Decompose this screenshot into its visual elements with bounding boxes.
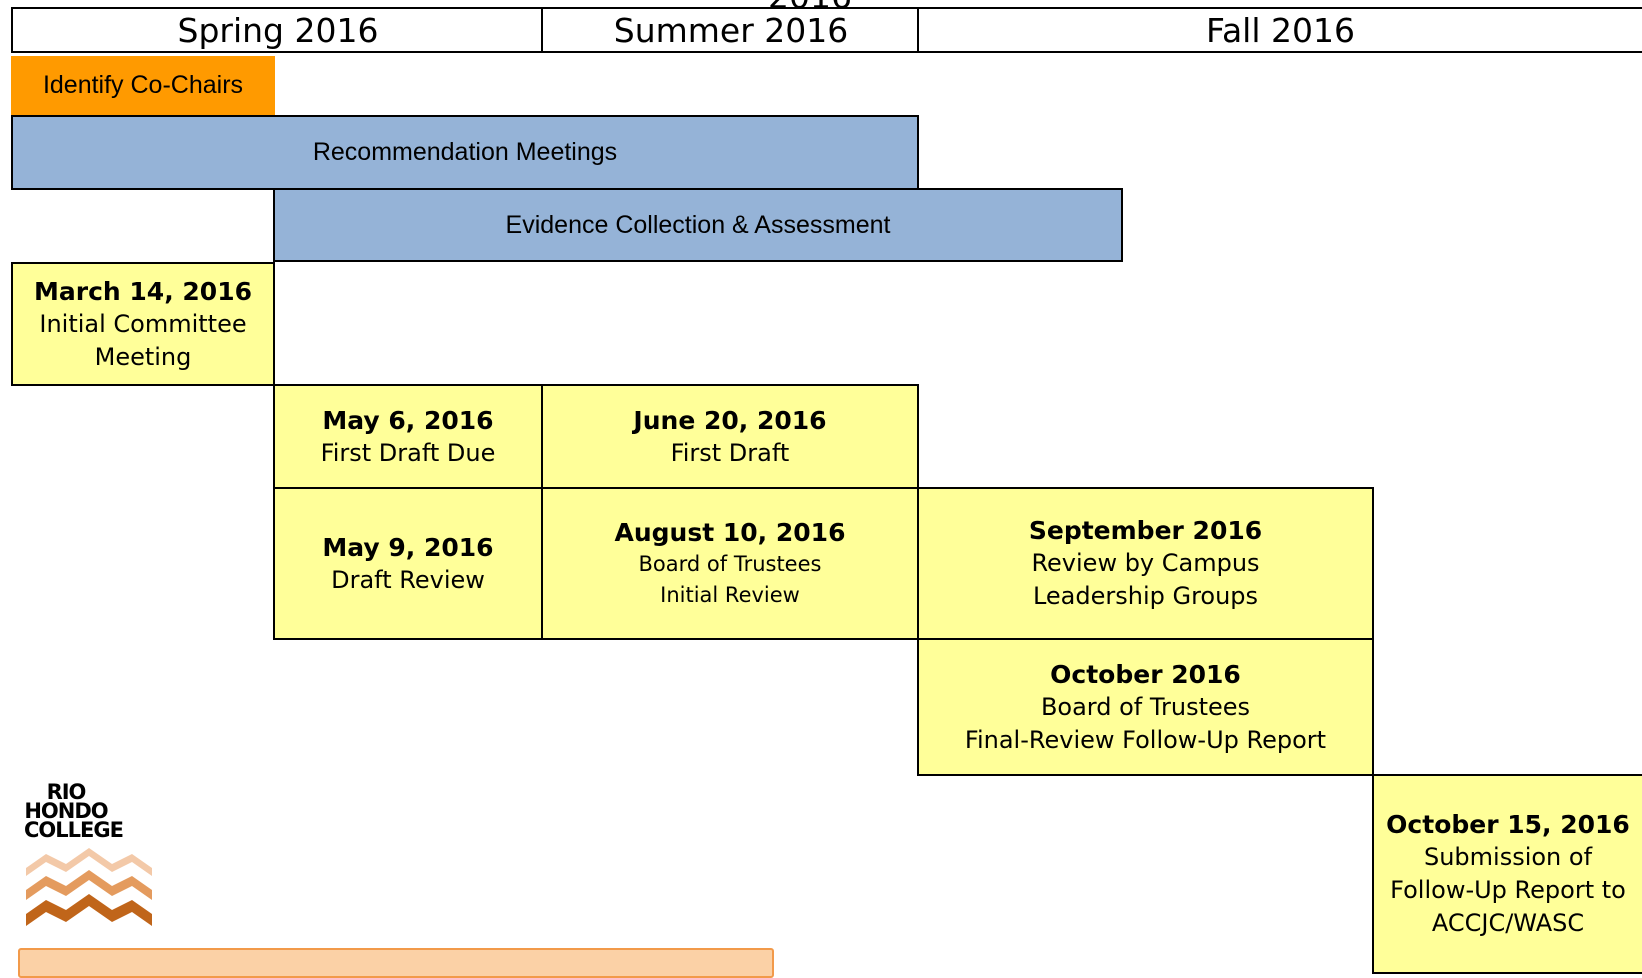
milestone-text: Meeting — [94, 342, 192, 371]
milestone-june-20: June 20, 2016 First Draft — [541, 384, 919, 489]
logo-line-3: COLLEGE — [24, 818, 124, 842]
milestone-text: Draft Review — [331, 565, 485, 594]
logo-line-1: RIO — [46, 780, 87, 804]
milestone-text: Initial Review — [660, 583, 800, 607]
milestone-date: October 15, 2016 — [1386, 810, 1630, 839]
milestone-date: May 6, 2016 — [322, 405, 494, 435]
milestone-text: Final-Review Follow-Up Report — [964, 725, 1327, 754]
milestone-date: September 2016 — [1028, 516, 1263, 545]
milestone-text: Board of Trustees — [638, 552, 822, 576]
evidence-collection-bar: Evidence Collection & Assessment — [273, 188, 1123, 262]
footer-orange-box — [18, 948, 774, 978]
milestone-text: Board of Trustees — [1040, 692, 1251, 721]
college-logo: RIO HONDO COLLEGE — [24, 780, 154, 933]
milestone-text: Initial Committee — [39, 309, 247, 338]
header-spring: Spring 2016 — [11, 7, 543, 53]
logo-line-2: HONDO — [24, 799, 108, 823]
milestone-august-10: August 10, 2016 Board of Trustees Initia… — [541, 487, 919, 640]
header-fall: Fall 2016 — [917, 7, 1642, 53]
milestone-text: Review by Campus — [1031, 549, 1260, 577]
milestone-date: August 10, 2016 — [614, 518, 846, 547]
milestone-september: September 2016 Review by Campus Leadersh… — [917, 487, 1374, 640]
milestone-march-14: March 14, 2016 Initial Committee Meeting — [11, 262, 275, 386]
milestone-text: Submission of — [1423, 843, 1593, 871]
milestone-text: First Draft Due — [320, 438, 496, 467]
header-summer: Summer 2016 — [541, 7, 919, 53]
milestone-may-9: May 9, 2016 Draft Review — [273, 487, 543, 640]
milestone-october-15: October 15, 2016 Submission of Follow-Up… — [1372, 774, 1642, 974]
milestone-text: First Draft — [670, 438, 790, 467]
milestone-may-6: May 6, 2016 First Draft Due — [273, 384, 543, 489]
milestone-text: Follow-Up Report to — [1390, 876, 1626, 904]
milestone-text: ACCJC/WASC — [1431, 909, 1585, 937]
milestone-date: May 9, 2016 — [322, 532, 494, 562]
recommendation-meetings-bar: Recommendation Meetings — [11, 115, 919, 190]
milestone-date: March 14, 2016 — [34, 276, 252, 306]
milestone-date: June 20, 2016 — [633, 405, 827, 435]
wave-icon — [26, 848, 152, 926]
milestone-text: Leadership Groups — [1032, 582, 1259, 610]
milestone-date: October 2016 — [1050, 659, 1241, 689]
identify-co-chairs-bar: Identify Co-Chairs — [11, 56, 275, 115]
milestone-october: October 2016 Board of Trustees Final-Rev… — [917, 638, 1374, 776]
